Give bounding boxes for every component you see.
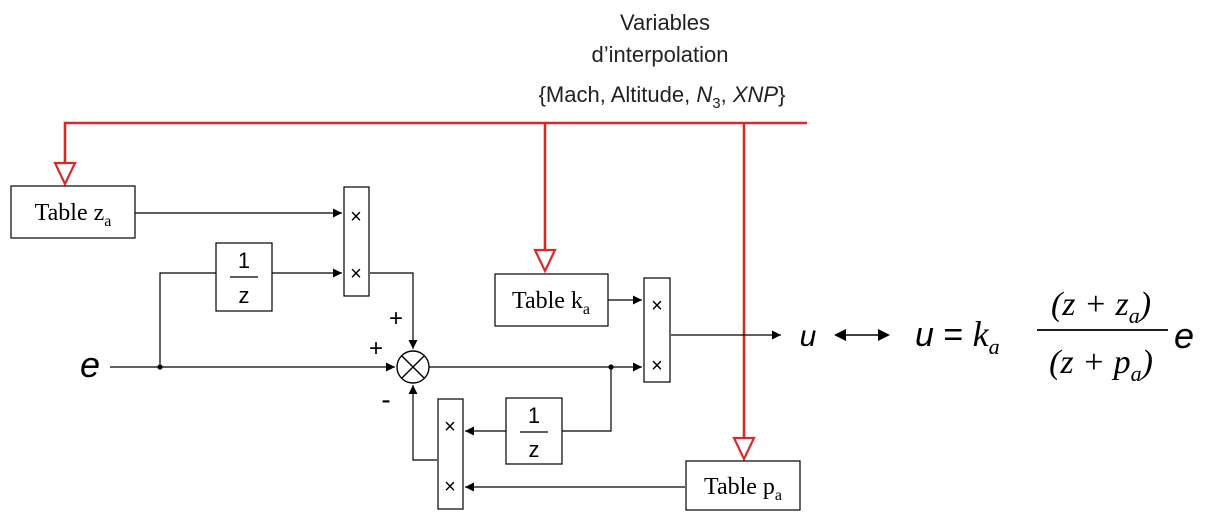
svg-text:Table ka: Table ka — [512, 288, 590, 318]
header-variables: {Mach, Altitude, N3, XNP} — [539, 82, 786, 112]
svg-text:u = ka: u = ka — [915, 314, 1000, 359]
summing-junction: + + - — [369, 305, 430, 415]
signal-wires — [110, 208, 781, 492]
input-signal-e: e — [80, 344, 100, 385]
plus-top: + — [389, 305, 403, 332]
interpolation-bus — [53, 121, 807, 462]
svg-text:×: × — [651, 295, 663, 317]
plus-left: + — [369, 335, 383, 362]
table-za-block: Table za — [10, 185, 136, 239]
formula-numerator: (z + za) — [1051, 286, 1151, 328]
svg-text:Table pa: Table pa — [704, 474, 782, 504]
interpolation-variables-label: Variables d’interpolation {Mach, Altitud… — [539, 10, 786, 112]
svg-text:1: 1 — [528, 403, 540, 428]
formula-denominator: (z + pa) — [1049, 344, 1153, 386]
output-signal-u: u — [800, 320, 817, 353]
svg-text:×: × — [350, 206, 362, 228]
arrowhead-table-ka — [533, 248, 557, 274]
svg-text:×: × — [651, 355, 663, 377]
formula-e: e — [1174, 315, 1194, 356]
svg-text:Table za: Table za — [35, 200, 112, 230]
bus-to-table-za — [63, 121, 807, 165]
svg-text:×: × — [444, 416, 456, 438]
transfer-function-formula: u = ka (z + za) (z + pa) e — [915, 286, 1194, 386]
header-line1: Variables — [620, 10, 710, 35]
header-line2: d’interpolation — [592, 42, 729, 67]
svg-text:z: z — [529, 437, 540, 462]
svg-text:1: 1 — [238, 248, 250, 273]
equivalence-arrow-icon — [834, 329, 890, 341]
multiplier-feedback: × × — [437, 398, 464, 510]
table-pa-block: Table pa — [685, 460, 801, 511]
arrowhead-table-za — [53, 161, 77, 187]
delay-block-top: 1 z — [215, 242, 273, 312]
arrowhead-table-pa — [732, 436, 756, 462]
multiplier-output: × × — [643, 277, 671, 383]
minus-sign: - — [381, 384, 390, 415]
svg-text:z: z — [239, 283, 250, 308]
table-ka-block: Table ka — [494, 273, 609, 327]
multiplier-top: × × — [343, 186, 370, 297]
delay-block-bottom: 1 z — [505, 397, 563, 465]
svg-text:×: × — [350, 263, 362, 285]
svg-text:×: × — [444, 476, 456, 498]
